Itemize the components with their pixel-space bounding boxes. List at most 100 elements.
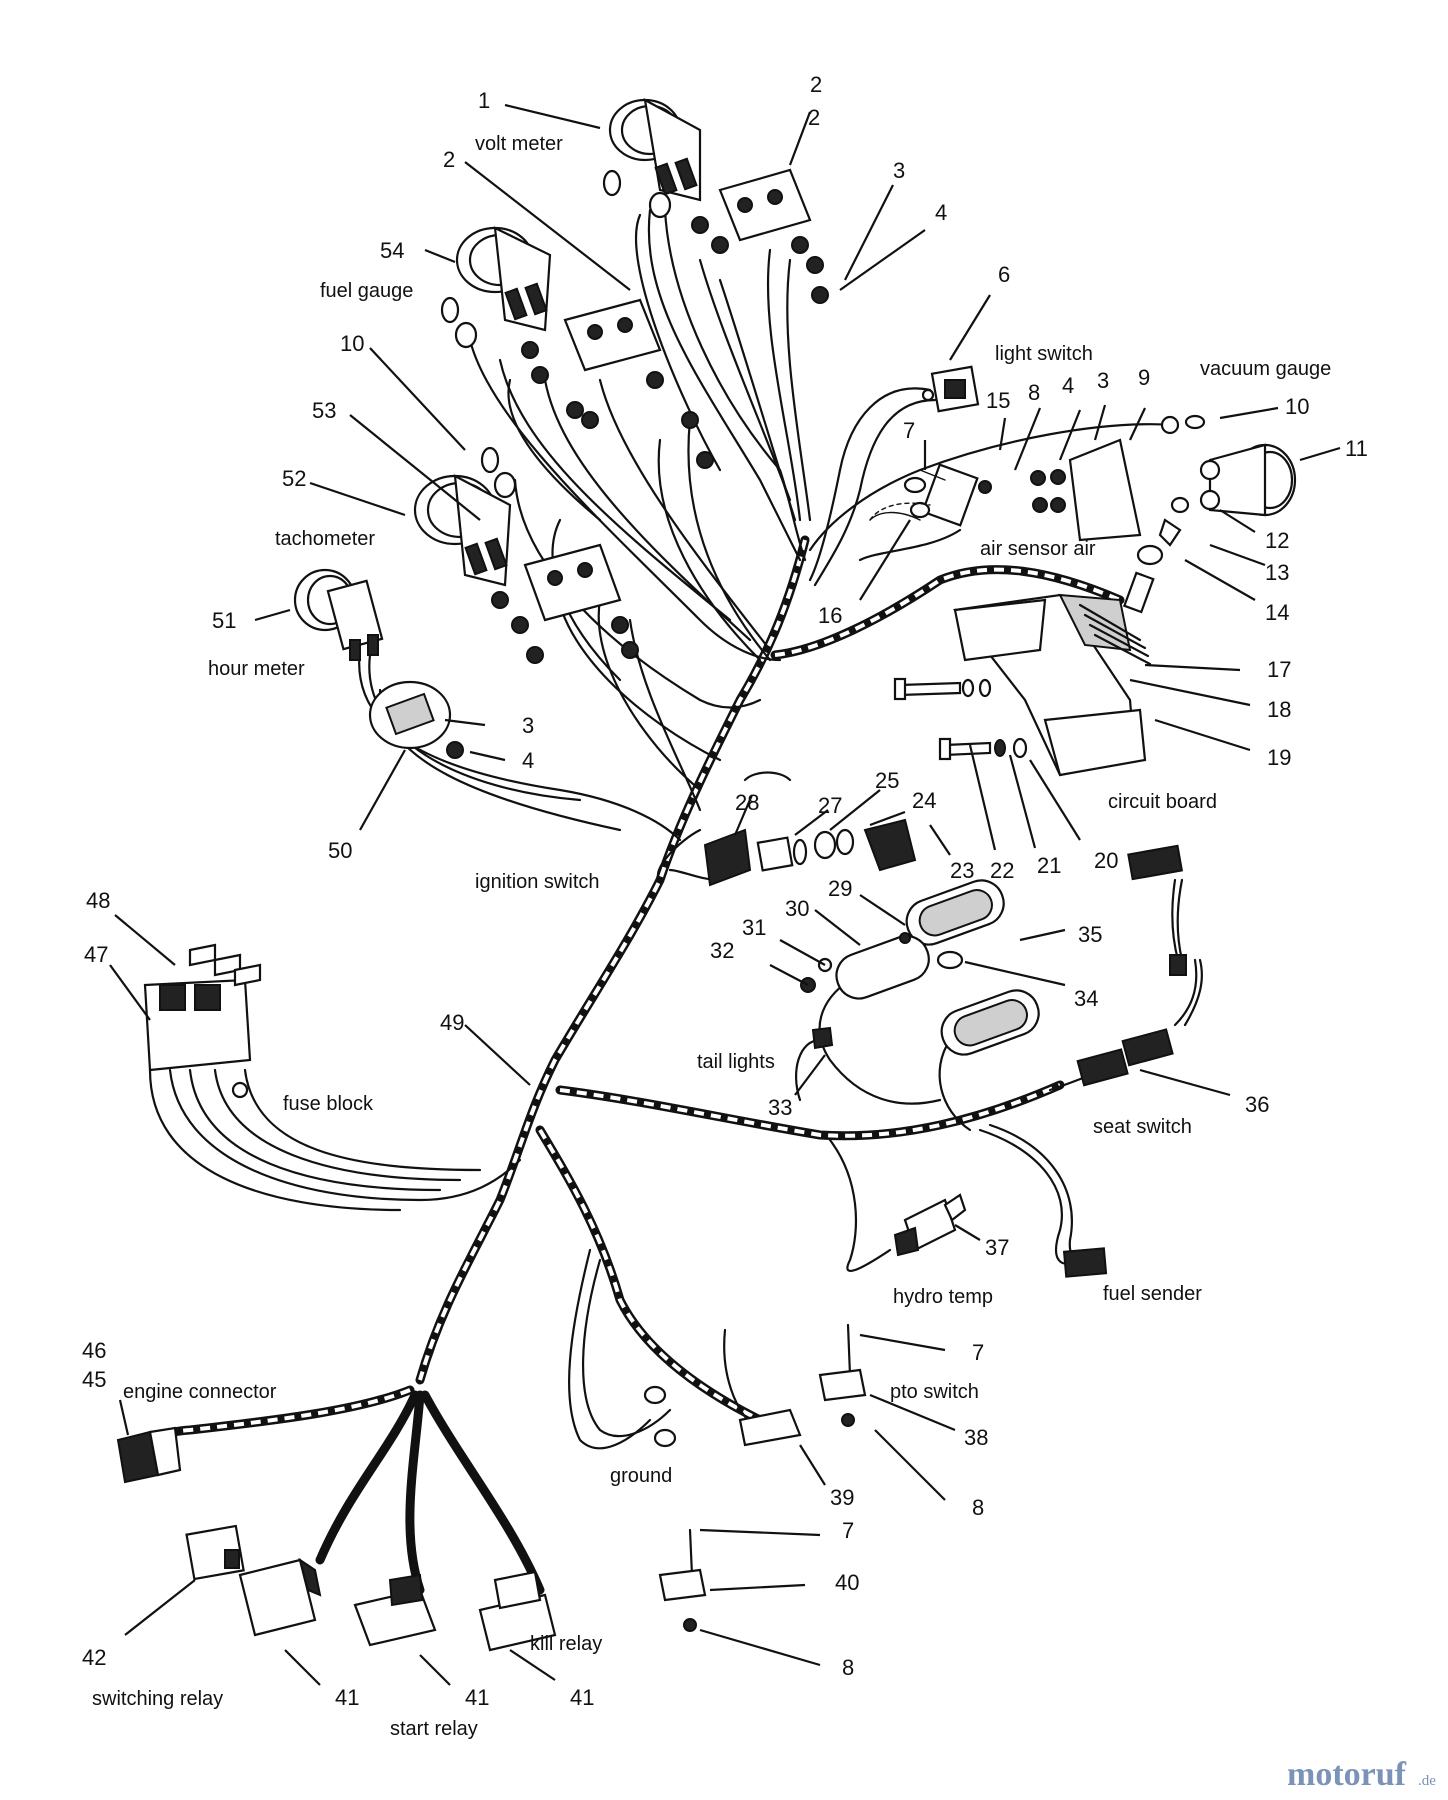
label-vacuum-gauge: vacuum gauge bbox=[1200, 358, 1331, 380]
callout-7: 7 bbox=[972, 1340, 984, 1365]
callout-20: 20 bbox=[1094, 848, 1118, 873]
callout-10: 10 bbox=[340, 331, 364, 356]
callout-18: 18 bbox=[1267, 697, 1291, 722]
callout-11: 11 bbox=[1345, 436, 1368, 461]
tachometer-part bbox=[413, 446, 639, 664]
callout-19: 19 bbox=[1267, 745, 1291, 770]
label-switching-relay: switching relay bbox=[92, 1688, 223, 1710]
pto-switch-part bbox=[738, 1323, 867, 1447]
callout-3: 3 bbox=[1097, 368, 1109, 393]
callout-42: 42 bbox=[82, 1645, 106, 1670]
hour-meter-part bbox=[293, 568, 464, 759]
callout-8: 8 bbox=[842, 1655, 854, 1680]
callout-22: 22 bbox=[990, 858, 1014, 883]
callout-27: 27 bbox=[818, 793, 842, 818]
callout-3: 3 bbox=[522, 713, 534, 738]
label-light-switch: light switch bbox=[995, 343, 1093, 365]
callout-48: 48 bbox=[86, 888, 110, 913]
callout-4: 4 bbox=[1062, 373, 1074, 398]
callout-7: 7 bbox=[903, 418, 915, 443]
ignition-switch-part bbox=[703, 818, 917, 887]
ground-part bbox=[643, 1385, 677, 1448]
callout-40: 40 bbox=[835, 1570, 859, 1595]
callout-34: 34 bbox=[1074, 986, 1098, 1011]
label-tail-lights: tail lights bbox=[697, 1051, 775, 1073]
callout-38: 38 bbox=[964, 1425, 988, 1450]
callout-52: 52 bbox=[282, 466, 306, 491]
callout-1: 1 bbox=[478, 88, 490, 113]
callout-10: 10 bbox=[1285, 394, 1309, 419]
component-labels: volt meter fuel gauge light switch vacuu… bbox=[92, 133, 1331, 1740]
callout-numbers: 1 2 2 2 3 4 6 54 10 53 52 51 3 4 50 7 15… bbox=[82, 72, 1368, 1710]
callout-2: 2 bbox=[810, 72, 822, 97]
callout-30: 30 bbox=[785, 896, 809, 921]
callout-45: 45 bbox=[82, 1367, 106, 1392]
callout-28: 28 bbox=[735, 790, 759, 815]
label-engine-connector: engine connector bbox=[123, 1381, 277, 1403]
callout-13: 13 bbox=[1265, 560, 1289, 585]
callout-41: 41 bbox=[570, 1685, 594, 1710]
label-circuit-board: circuit board bbox=[1108, 791, 1217, 813]
label-fuel-sender: fuel sender bbox=[1103, 1283, 1202, 1305]
callout-31: 31 bbox=[742, 915, 766, 940]
label-hydro-temp: hydro temp bbox=[893, 1286, 993, 1308]
label-hour-meter: hour meter bbox=[208, 658, 305, 680]
label-pto-switch: pto switch bbox=[890, 1381, 979, 1403]
callout-4: 4 bbox=[935, 200, 947, 225]
callout-37: 37 bbox=[985, 1235, 1009, 1260]
fuel-gauge-part bbox=[440, 226, 714, 469]
callout-41: 41 bbox=[465, 1685, 489, 1710]
callout-35: 35 bbox=[1078, 922, 1102, 947]
circuit-board-part bbox=[893, 593, 1152, 777]
label-tachometer: tachometer bbox=[275, 528, 375, 550]
callout-8: 8 bbox=[972, 1495, 984, 1520]
callout-23: 23 bbox=[950, 858, 974, 883]
callout-50: 50 bbox=[328, 838, 352, 863]
callout-14: 14 bbox=[1265, 600, 1289, 625]
air-sensor-part bbox=[869, 463, 992, 527]
label-kill-relay: kill relay bbox=[530, 1633, 602, 1655]
watermark-logo: motoruf .de bbox=[1287, 1756, 1436, 1793]
label-fuel-gauge: fuel gauge bbox=[320, 280, 413, 302]
watermark-text: motoruf bbox=[1287, 1756, 1407, 1793]
callout-2: 2 bbox=[443, 147, 455, 172]
label-air-sensor-air: air sensor air bbox=[980, 538, 1096, 560]
fuel-sender-part bbox=[1062, 1247, 1108, 1278]
callout-16: 16 bbox=[818, 603, 842, 628]
tail-lights-part bbox=[800, 879, 1040, 1056]
callout-21: 21 bbox=[1037, 853, 1061, 878]
callout-12: 12 bbox=[1265, 528, 1289, 553]
callout-41: 41 bbox=[335, 1685, 359, 1710]
callout-2: 2 bbox=[808, 105, 820, 130]
hydro-temp-part bbox=[893, 1193, 967, 1257]
label-ignition-switch: ignition switch bbox=[475, 871, 600, 893]
callout-25: 25 bbox=[875, 768, 899, 793]
callout-32: 32 bbox=[710, 938, 734, 963]
fuse-block-part bbox=[143, 943, 262, 1099]
callout-24: 24 bbox=[912, 788, 936, 813]
callout-33: 33 bbox=[768, 1095, 792, 1120]
callout-53: 53 bbox=[312, 398, 336, 423]
callout-7: 7 bbox=[842, 1518, 854, 1543]
callout-3: 3 bbox=[893, 158, 905, 183]
vacuum-gauge-part bbox=[1030, 414, 1297, 614]
callout-6: 6 bbox=[998, 262, 1010, 287]
volt-meter-part bbox=[602, 97, 829, 304]
relays-part bbox=[185, 1524, 557, 1652]
callout-8: 8 bbox=[1028, 380, 1040, 405]
callout-17: 17 bbox=[1267, 657, 1291, 682]
watermark-suffix: .de bbox=[1418, 1773, 1436, 1789]
switch-40-part bbox=[658, 1528, 707, 1632]
leader-lines bbox=[109, 103, 1341, 1686]
callout-47: 47 bbox=[84, 942, 108, 967]
callout-9: 9 bbox=[1138, 365, 1150, 390]
callout-29: 29 bbox=[828, 876, 852, 901]
callout-39: 39 bbox=[830, 1485, 854, 1510]
label-fuse-block: fuse block bbox=[283, 1093, 374, 1115]
engine-connector-part bbox=[116, 1426, 182, 1484]
seat-switch-part bbox=[1076, 844, 1187, 1087]
label-volt-meter: volt meter bbox=[475, 133, 563, 155]
callout-15: 15 bbox=[986, 388, 1010, 413]
label-ground: ground bbox=[610, 1465, 672, 1487]
